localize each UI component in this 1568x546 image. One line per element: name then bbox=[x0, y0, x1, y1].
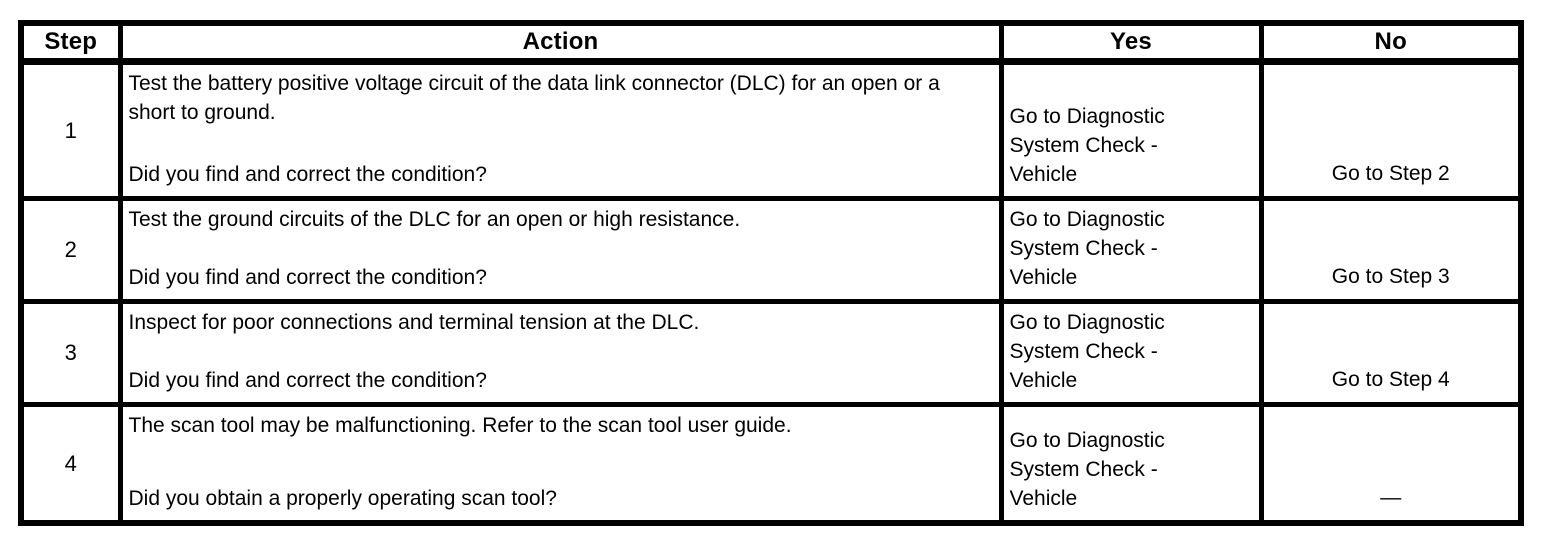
yes-result: Go to Diagnostic System Check - Vehicle bbox=[1009, 207, 1165, 289]
yes-cell: Go to Diagnostic System Check - Vehicle bbox=[998, 298, 1264, 407]
no-result: — bbox=[1380, 485, 1402, 509]
action-text: The scan tool may be malfunctioning. Ref… bbox=[128, 413, 792, 437]
table-row-step-4: 4 The scan tool may be malfunctioning. R… bbox=[18, 401, 1524, 525]
action-question: Did you find and correct the condition? bbox=[128, 265, 487, 289]
yes-result: Go to Diagnostic System Check - Vehicle bbox=[1009, 428, 1165, 510]
no-result: Go to Step 2 bbox=[1331, 161, 1450, 185]
action-question: Did you find and correct the condition? bbox=[128, 368, 487, 392]
no-cell: Go to Step 4 bbox=[1258, 298, 1524, 407]
yes-cell: Go to Diagnostic System Check - Vehicle bbox=[998, 401, 1264, 525]
no-result: Go to Step 3 bbox=[1331, 264, 1450, 288]
action-text: Test the battery positive voltage circui… bbox=[128, 71, 940, 124]
document-page: Step Action Yes No 1 Test the battery po… bbox=[18, 20, 1524, 526]
step-number: 2 bbox=[18, 195, 123, 304]
action-cell: Inspect for poor connections and termina… bbox=[117, 298, 1004, 407]
column-header-no: No bbox=[1258, 20, 1524, 65]
no-cell: — bbox=[1258, 401, 1524, 525]
no-cell: Go to Step 3 bbox=[1258, 195, 1524, 304]
column-header-yes: Yes bbox=[998, 20, 1264, 65]
no-result: Go to Step 4 bbox=[1331, 367, 1450, 391]
action-cell: Test the ground circuits of the DLC for … bbox=[117, 195, 1004, 304]
action-question: Did you find and correct the condition? bbox=[128, 162, 487, 186]
step-number: 4 bbox=[18, 401, 123, 525]
table-row-step-2: 2 Test the ground circuits of the DLC fo… bbox=[18, 195, 1524, 304]
column-header-action: Action bbox=[117, 20, 1004, 65]
yes-cell: Go to Diagnostic System Check - Vehicle bbox=[998, 195, 1264, 304]
yes-cell: Go to Diagnostic System Check - Vehicle bbox=[998, 58, 1264, 201]
yes-result: Go to Diagnostic System Check - Vehicle bbox=[1009, 310, 1165, 392]
action-cell: Test the battery positive voltage circui… bbox=[117, 58, 1004, 201]
table-row-step-3: 3 Inspect for poor connections and termi… bbox=[18, 298, 1524, 407]
yes-result: Go to Diagnostic System Check - Vehicle bbox=[1009, 104, 1165, 186]
diagnostic-procedure-table: Step Action Yes No 1 Test the battery po… bbox=[18, 20, 1524, 526]
step-number: 1 bbox=[18, 58, 123, 201]
table-row-step-1: 1 Test the battery positive voltage circ… bbox=[18, 58, 1524, 201]
table-header-row: Step Action Yes No bbox=[18, 20, 1524, 65]
action-text: Inspect for poor connections and termina… bbox=[128, 310, 700, 334]
no-cell: Go to Step 2 bbox=[1258, 58, 1524, 201]
column-header-step: Step bbox=[18, 20, 123, 65]
action-text: Test the ground circuits of the DLC for … bbox=[128, 207, 741, 231]
action-cell: The scan tool may be malfunctioning. Ref… bbox=[117, 401, 1004, 525]
action-question: Did you obtain a properly operating scan… bbox=[128, 486, 557, 510]
step-number: 3 bbox=[18, 298, 123, 407]
